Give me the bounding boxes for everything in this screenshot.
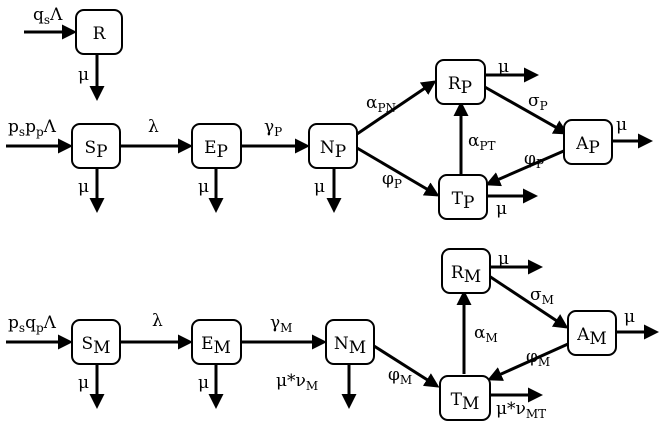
node-R: R: [75, 9, 123, 55]
node-RM: RM: [441, 248, 491, 294]
label-sigma-P: σP: [528, 91, 548, 113]
svg-text:SP: SP: [84, 138, 107, 162]
svg-text:AM: AM: [576, 325, 607, 349]
label-gamma-M: γM: [270, 313, 292, 335]
label-phi-P-NT: φP: [382, 169, 402, 191]
label-mu-nu-MT: μ*νMT: [496, 399, 546, 421]
svg-text:TM: TM: [451, 390, 480, 414]
node-NP: NP: [308, 123, 358, 169]
node-AM: AM: [567, 310, 617, 356]
label-gamma-P: γP: [264, 117, 282, 139]
label-alpha-M: αM: [474, 323, 498, 345]
svg-text:AP: AP: [575, 134, 600, 158]
label-phi-P-AT: φP: [524, 149, 544, 171]
svg-text:SM: SM: [81, 334, 110, 358]
label-mu-EM: μ: [198, 373, 209, 393]
svg-text:R: R: [93, 24, 107, 44]
edge-RP-AP: [482, 84, 569, 135]
label-inflow-SM: psqpΛ: [8, 313, 57, 335]
node-EP: EP: [191, 123, 242, 169]
svg-text:RM: RM: [451, 263, 481, 287]
svg-text:NP: NP: [320, 138, 346, 162]
label-mu-SM: μ: [78, 373, 89, 393]
node-SP: SP: [71, 123, 121, 169]
edge-AP-TP: [485, 148, 567, 187]
edge-NM-TM: [373, 344, 440, 388]
svg-text:RP: RP: [448, 74, 472, 98]
svg-text:TP: TP: [452, 189, 475, 213]
node-NM: NM: [325, 319, 375, 365]
node-SM: SM: [71, 319, 121, 365]
label-alpha-PN: αPN: [366, 93, 396, 115]
edge-RM-AM: [488, 274, 569, 329]
label-inflow-SP: psppΛ: [8, 117, 57, 139]
label-sigma-M: σM: [530, 285, 554, 307]
edge-NP-RP: [356, 80, 437, 136]
label-mu-NP: μ: [314, 177, 325, 197]
label-mu-AP: μ: [616, 115, 627, 135]
label-mu-AM: μ: [624, 307, 635, 327]
label-mu-EP: μ: [198, 177, 209, 197]
edge-AM-TM: [487, 342, 569, 381]
edge-NP-TP: [356, 146, 440, 197]
label-inflow-R: qsΛ: [33, 5, 63, 27]
label-lambda-P: λ: [148, 117, 159, 137]
edges: [6, 24, 659, 409]
node-TP: TP: [438, 174, 488, 220]
label-mu-RM: μ: [498, 249, 509, 269]
label-mu-nu-M: μ*νM: [276, 371, 318, 393]
label-mu-R: μ: [78, 65, 89, 85]
label-mu-SP: μ: [78, 177, 89, 197]
svg-text:NM: NM: [334, 334, 366, 358]
labels: qsΛ psppΛ psqpΛ μ μ μ μ μ μ μ μ μ μ μ λ …: [8, 5, 635, 421]
node-AP: AP: [563, 119, 613, 165]
label-lambda-M: λ: [152, 311, 163, 331]
svg-text:EM: EM: [201, 334, 231, 358]
svg-text:EP: EP: [204, 138, 228, 162]
node-TM: TM: [439, 375, 491, 421]
label-mu-TP: μ: [496, 199, 507, 219]
node-RP: RP: [435, 59, 486, 105]
label-mu-RP: μ: [498, 57, 509, 77]
label-phi-M-AT: φM: [526, 347, 550, 369]
label-phi-M-NT: φM: [388, 365, 412, 387]
node-EM: EM: [191, 319, 242, 365]
label-alpha-PT: αPT: [468, 131, 496, 153]
